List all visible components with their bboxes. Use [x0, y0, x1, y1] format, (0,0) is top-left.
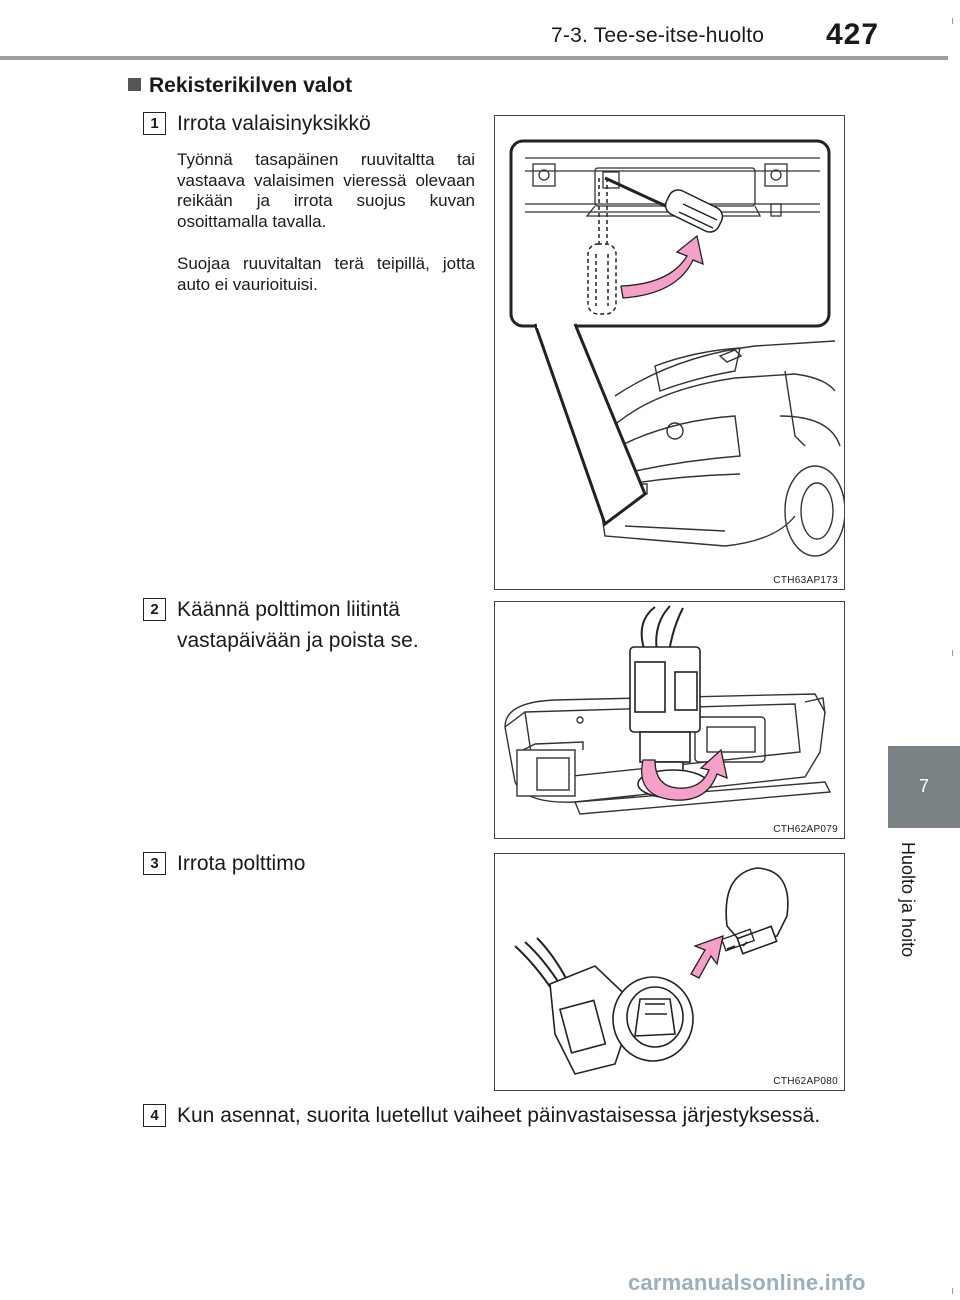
- step-number-4: 4: [143, 1104, 166, 1127]
- step-1-note: Suojaa ruuvitaltan terä teipillä, jotta …: [177, 254, 475, 294]
- header-rule: [0, 56, 948, 60]
- step-1-title: Irrota valaisinyksikkö: [177, 112, 371, 135]
- figure-code: CTH62AP080: [773, 1076, 838, 1087]
- section-title-text: Rekisterikilven valot: [149, 74, 353, 97]
- bulb-illustration: [514, 867, 789, 1075]
- crop-mark: [952, 18, 953, 24]
- chapter-number: 7: [918, 776, 929, 796]
- crop-mark: [952, 1288, 953, 1294]
- step-2-title: Käännä polttimon liitintä vastapäivään j…: [177, 598, 419, 652]
- lamp-socket-illustration: [504, 605, 832, 815]
- step-number-1: 1: [143, 112, 166, 135]
- step-1-instruction: Työnnä tasapäinen ruuvitaltta tai vastaa…: [177, 150, 475, 231]
- watermark: carmanualsonline.info: [628, 1270, 866, 1295]
- figure-remove-bulb: CTH62AP080: [494, 853, 845, 1091]
- car-rear-illustration: [509, 139, 844, 557]
- chapter-label-band: [888, 828, 960, 988]
- figure-code: CTH62AP079: [773, 824, 838, 835]
- step-number-2: 2: [143, 598, 166, 621]
- chapter-label: Huolto ja hoito: [898, 842, 918, 958]
- section-title: Rekisterikilven valot: [128, 74, 352, 98]
- section-bullet-icon: [128, 78, 141, 91]
- page-number: 427: [826, 18, 880, 51]
- step-4-title: Kun asennat, suorita luetellut vaiheet p…: [177, 1104, 821, 1127]
- figure-code: CTH63AP173: [773, 575, 838, 586]
- chapter-tab[interactable]: 7: [888, 746, 960, 828]
- crop-mark: [952, 650, 953, 656]
- step-number-3: 3: [143, 852, 166, 875]
- figure-remove-bulb-socket: CTH62AP079: [494, 601, 845, 839]
- figure-remove-lamp-unit: CTH63AP173: [494, 115, 845, 590]
- header-title: 7-3. Tee-se-itse-huolto: [551, 24, 765, 47]
- step-3-title: Irrota polttimo: [177, 852, 306, 875]
